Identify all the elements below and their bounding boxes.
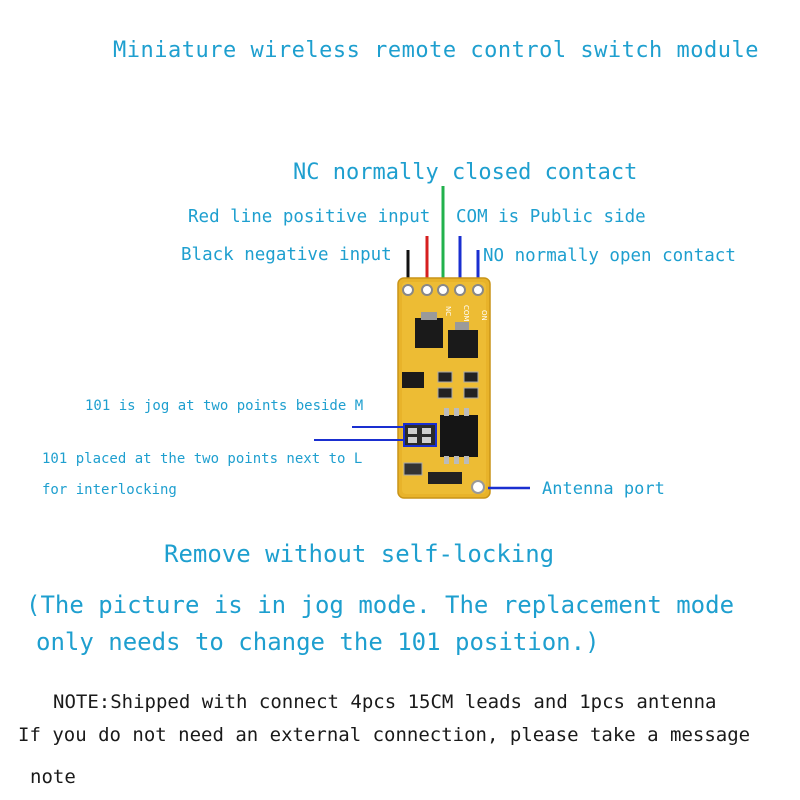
silk-nc: NC [444, 306, 452, 316]
transistor-chip [415, 318, 443, 348]
silk-on: ON [480, 310, 488, 321]
regulator-chip [448, 330, 478, 358]
pin-pads [402, 284, 484, 296]
remove-self-locking-text: Remove without self-locking [164, 540, 555, 568]
black-negative-label: Black negative input [181, 245, 392, 265]
no-contact-label: NO normally open contact [483, 246, 736, 266]
interlock-placement-label: 101 placed at the two points next to L [42, 451, 363, 467]
page-title: Miniature wireless remote control switch… [113, 38, 760, 63]
picture-note-line2: only needs to change the 101 position.) [36, 628, 600, 656]
antenna-pad [471, 480, 485, 494]
nc-contact-label: NC normally closed contact [293, 160, 638, 185]
main-ic [440, 415, 478, 457]
shipping-note-line3: note [30, 766, 76, 788]
picture-note-line1: (The picture is in jog mode. The replace… [26, 591, 735, 619]
shipping-note-line2: If you do not need an external connectio… [18, 724, 751, 746]
red-line-label: Red line positive input [188, 207, 431, 227]
com-label: COM is Public side [456, 207, 646, 227]
shipping-note-line1: NOTE:Shipped with connect 4pcs 15CM lead… [53, 691, 717, 713]
antenna-port-label: Antenna port [542, 479, 665, 499]
small-transistor [402, 372, 424, 388]
interlocking-label: for interlocking [42, 482, 177, 498]
jog-mode-label: 101 is jog at two points beside M [85, 398, 364, 414]
pcb-board: ON COM NC [397, 277, 491, 499]
silk-com: COM [462, 305, 470, 321]
